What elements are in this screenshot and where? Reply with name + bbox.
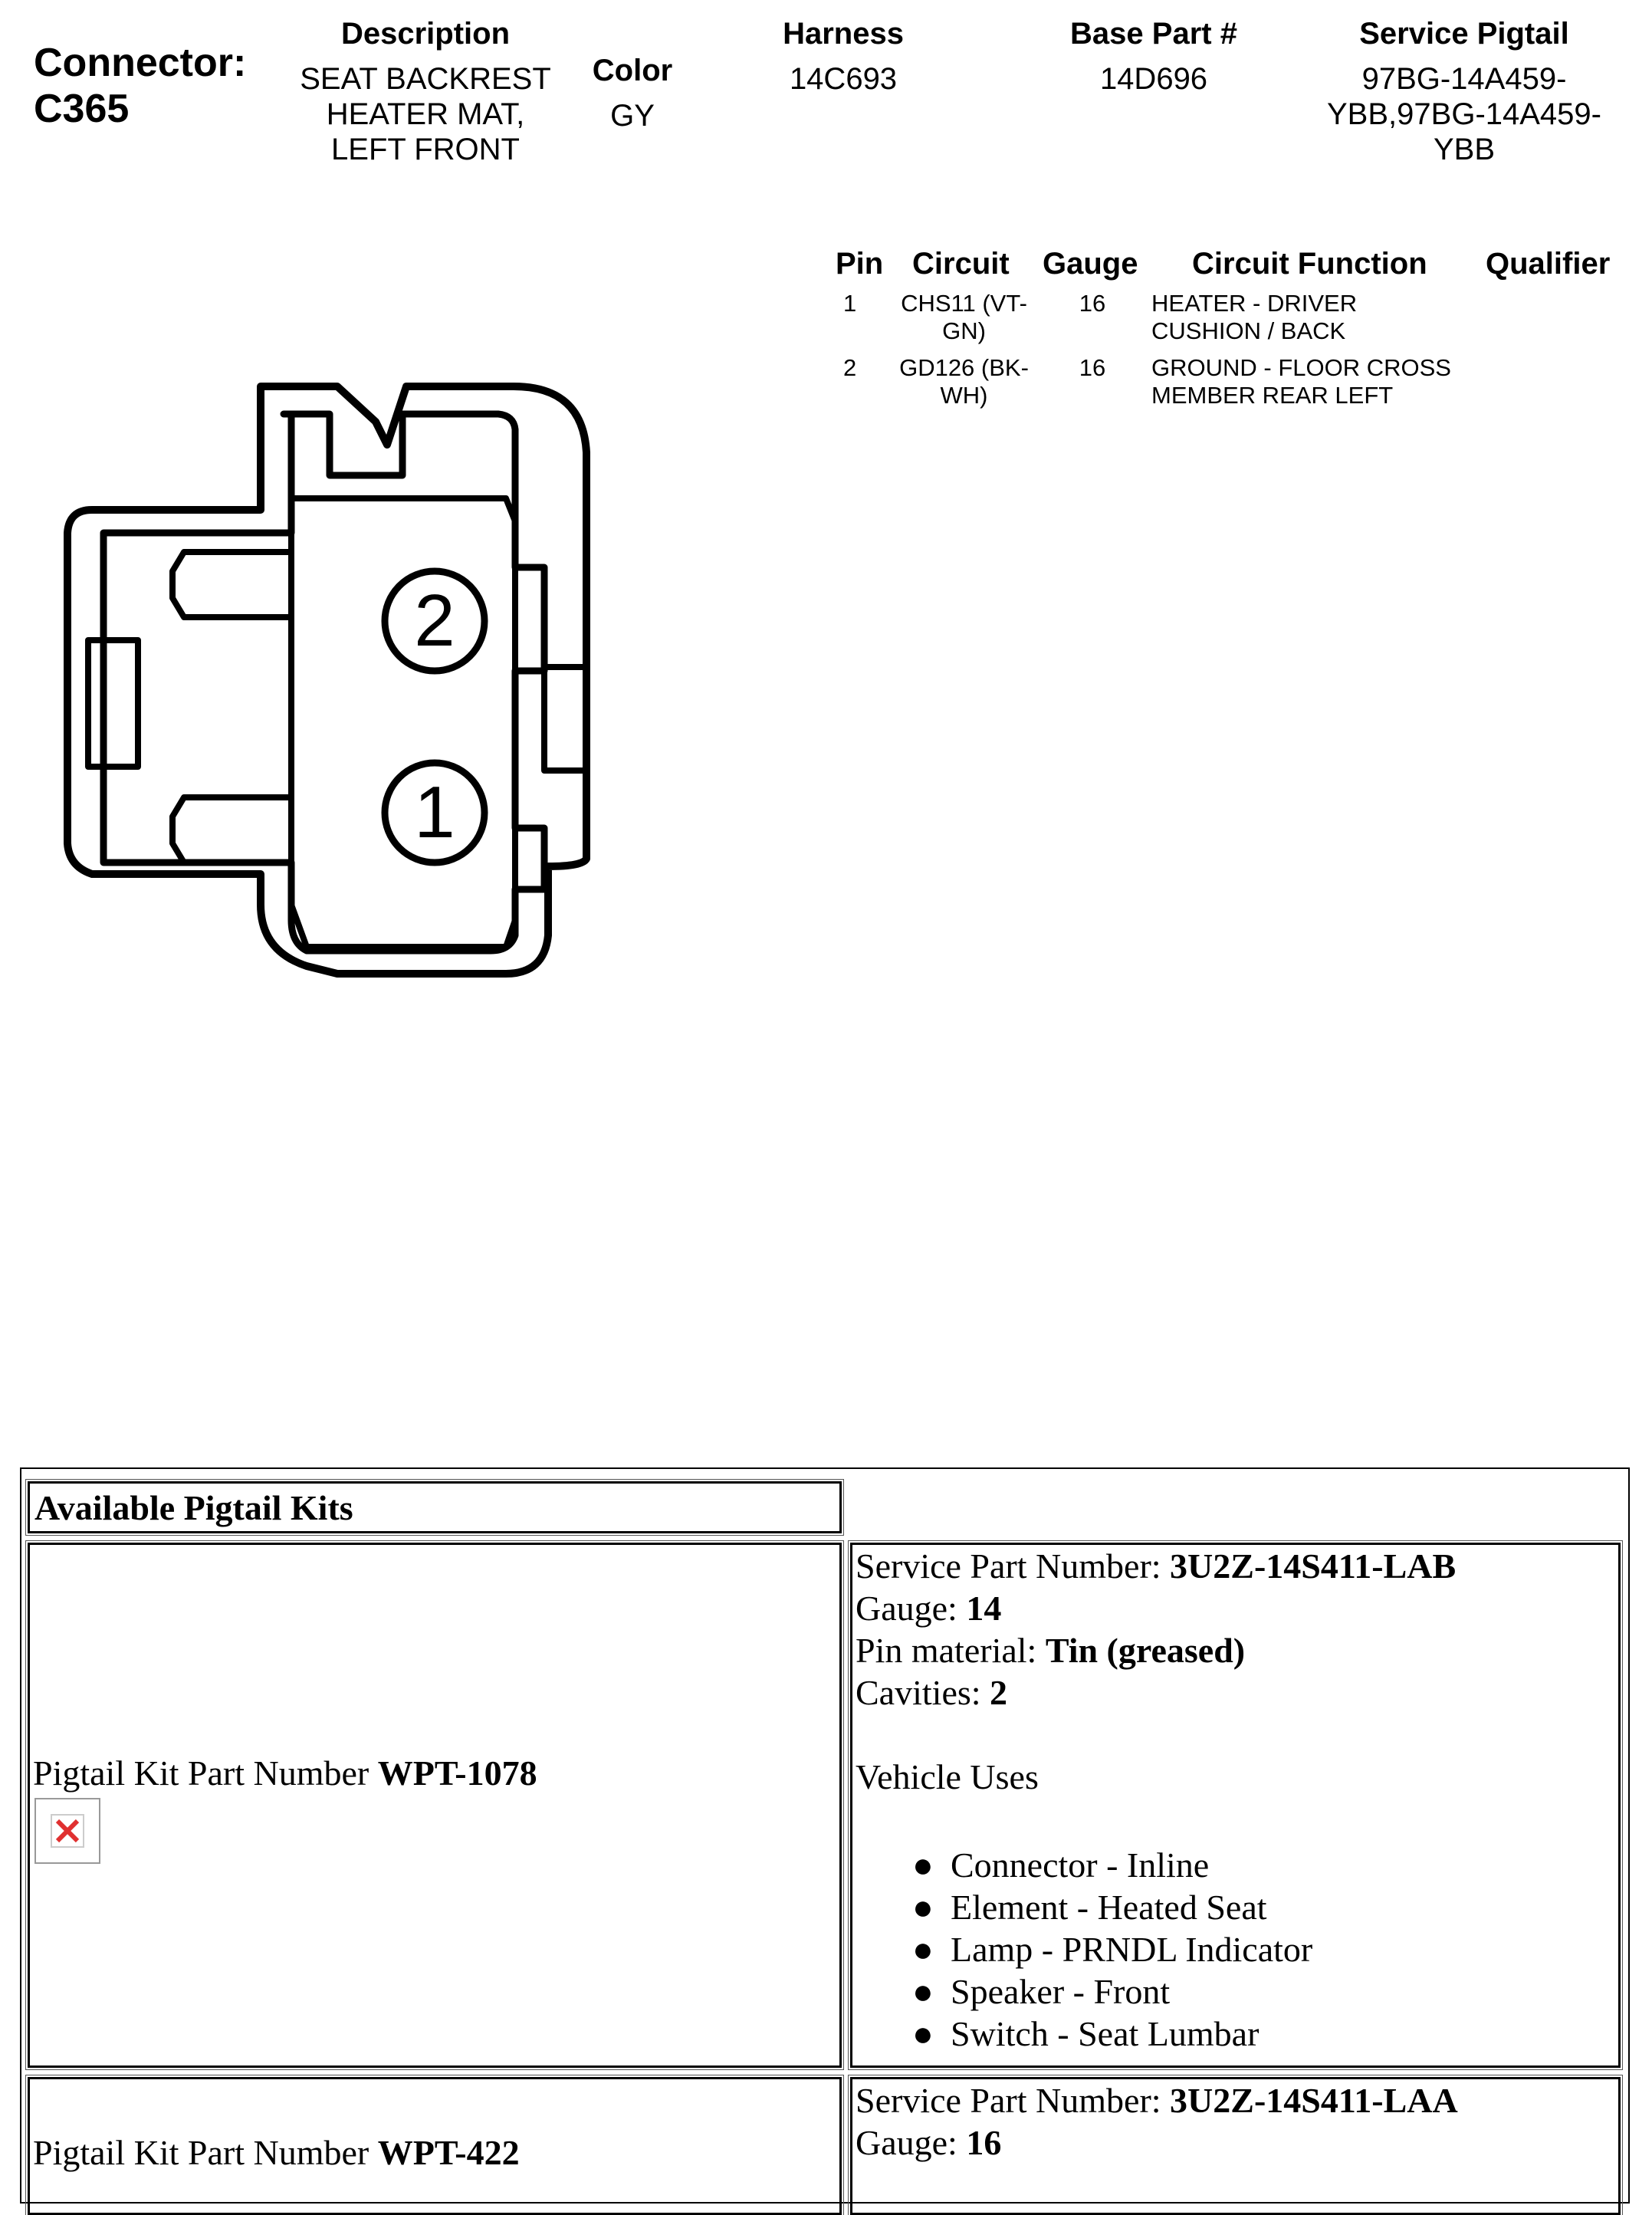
color-header: Color [592, 54, 673, 87]
circuit-header: Circuit [912, 247, 1010, 281]
circuit-line: WH) [940, 382, 988, 409]
pin-1-circle [381, 759, 488, 866]
base-part-value: 14D696 [1099, 62, 1208, 96]
gauge-value: 16 [966, 2123, 1002, 2162]
connector-label: Connector: C365 [34, 40, 246, 132]
function-line: CUSHION / BACK [1151, 317, 1346, 344]
cavities-row: Cavities: 2 [856, 1671, 1618, 1714]
circuit-cell: CHS11 (VT- GN) [889, 290, 1039, 345]
gauge-cell: 16 [1079, 354, 1106, 381]
pin-material-label: Pin material: [856, 1631, 1046, 1670]
pin-cell: 1 [843, 290, 857, 317]
gauge-row: Gauge: 16 [856, 2121, 1618, 2164]
key-slot [169, 549, 294, 620]
connector-label-text: Connector: [34, 41, 247, 85]
kit-label-text: Pigtail Kit Part Number [33, 1753, 378, 1793]
circuit-line: CHS11 (VT- [901, 290, 1027, 317]
service-pigtail-value: 97BG-14A459- YBB,97BG-14A459- YBB [1288, 61, 1641, 167]
kit-number: WPT-422 [377, 2133, 520, 2172]
circuit-line: GN) [942, 317, 986, 344]
terminal-block [288, 495, 518, 950]
housing-outline [64, 383, 590, 978]
key-slot-lower [169, 794, 294, 866]
pin-1-label: 1 [414, 771, 455, 853]
service-part-number-row: Service Part Number: 3U2Z-14S411-LAB [856, 1545, 1618, 1587]
kit-2-left-cell: Pigtail Kit Part Number WPT-422 [25, 2075, 844, 2215]
gauge-header: Gauge [1043, 247, 1138, 281]
service-label: Service Part Number: [856, 2081, 1171, 2120]
description-line: HEATER MAT, [326, 97, 525, 131]
pin-2-label: 2 [414, 580, 455, 662]
cavities-value: 2 [990, 1673, 1008, 1712]
kit-1-details: Service Part Number: 3U2Z-14S411-LAB Gau… [852, 1545, 1618, 2055]
service-pigtail-line: 97BG-14A459- [1361, 62, 1567, 96]
service-part-number: 3U2Z-14S411-LAB [1170, 1546, 1457, 1586]
base-part-header: Base Part # [1070, 17, 1237, 51]
description-line: SEAT BACKREST [300, 62, 551, 96]
pin-cell: 2 [843, 354, 857, 381]
pin-header: Pin [836, 247, 884, 281]
left-latch [85, 637, 141, 770]
service-label: Service Part Number: [856, 1546, 1171, 1586]
housing-inner [100, 410, 548, 955]
list-item: ●Element - Heated Seat [912, 1888, 1267, 1927]
harness-value: 14C693 [789, 62, 898, 96]
function-cell: HEATER - DRIVER CUSHION / BACK [1151, 290, 1489, 345]
kit-2-details: Service Part Number: 3U2Z-14S411-LAA Gau… [852, 2079, 1618, 2164]
function-line: HEATER - DRIVER [1151, 290, 1358, 317]
gauge-row: Gauge: 14 [856, 1587, 1618, 1629]
pin-material-value: Tin (greased) [1045, 1631, 1246, 1670]
circuit-cell: GD126 (BK- WH) [889, 354, 1039, 409]
gauge-cell: 16 [1079, 290, 1106, 317]
kit-label-text: Pigtail Kit Part Number [33, 2133, 378, 2172]
description-value: SEAT BACKREST HEATER MAT, LEFT FRONT [280, 61, 571, 167]
connector-id: C365 [34, 87, 130, 131]
color-value: GY [610, 99, 655, 133]
pin-2-circle [381, 567, 488, 675]
list-item: ●Lamp - PRNDL Indicator [912, 1930, 1313, 1969]
service-pigtail-line: YBB,97BG-14A459- [1327, 97, 1601, 131]
vehicle-uses-list: ●Connector - Inline ●Element - Heated Se… [912, 1844, 1618, 2055]
pigtail-title-cell: Available Pigtail Kits [25, 1479, 844, 1536]
service-part-number-row: Service Part Number: 3U2Z-14S411-LAA [856, 2079, 1618, 2121]
description-line: LEFT FRONT [331, 133, 520, 166]
pin-material-row: Pin material: Tin (greased) [856, 1629, 1618, 1671]
function-line: MEMBER REAR LEFT [1151, 382, 1394, 409]
kit-1-label: Pigtail Kit Part Number WPT-1078 [33, 1752, 537, 1794]
right-tab [541, 664, 590, 774]
list-item: ●Connector - Inline [912, 1845, 1210, 1885]
kit-number: WPT-1078 [377, 1753, 537, 1793]
gauge-label: Gauge: [856, 2123, 967, 2162]
gauge-label: Gauge: [856, 1589, 967, 1628]
cavities-label: Cavities: [856, 1673, 990, 1712]
kit-2-right-cell: Service Part Number: 3U2Z-14S411-LAA Gau… [848, 2075, 1623, 2215]
vehicle-uses-label: Vehicle Uses [856, 1757, 1039, 1796]
circuit-line: GD126 (BK- [899, 354, 1029, 381]
list-item: ●Speaker - Front [912, 1972, 1171, 2011]
function-cell: GROUND - FLOOR CROSS MEMBER REAR LEFT [1151, 354, 1489, 409]
kit-1-right-cell: Service Part Number: 3U2Z-14S411-LAB Gau… [848, 1540, 1623, 2070]
pigtail-title: Available Pigtail Kits [34, 1488, 353, 1527]
harness-header: Harness [783, 17, 904, 51]
service-part-number: 3U2Z-14S411-LAA [1170, 2081, 1458, 2120]
function-line: GROUND - FLOOR CROSS [1151, 354, 1451, 381]
service-pigtail-line: YBB [1433, 133, 1496, 166]
function-header: Circuit Function [1192, 247, 1427, 281]
kit-1-left-cell: Pigtail Kit Part Number WPT-1078 [25, 1540, 844, 2070]
description-header: Description [340, 17, 511, 51]
list-item: ●Switch - Seat Lumbar [912, 2014, 1260, 2053]
qualifier-header: Qualifier [1486, 247, 1611, 281]
connector-diagram: 2 1 [64, 383, 590, 978]
broken-image-icon [34, 1798, 100, 1864]
kit-2-label: Pigtail Kit Part Number WPT-422 [33, 2131, 520, 2174]
gauge-value: 14 [966, 1589, 1002, 1628]
service-pigtail-header: Service Pigtail [1359, 17, 1569, 51]
